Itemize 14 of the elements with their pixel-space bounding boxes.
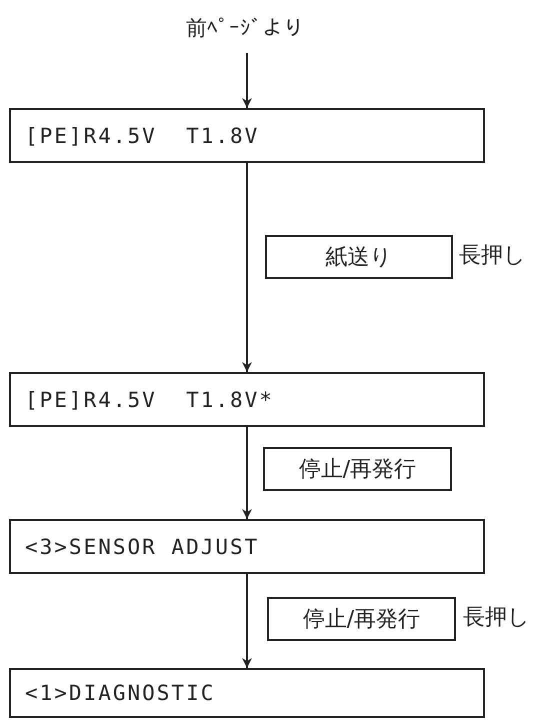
arrow [242, 427, 252, 519]
display-box: <3>SENSOR ADJUST [9, 519, 485, 574]
display-box: [PE]R4.5V T1.8V* [9, 372, 485, 427]
display-box: [PE]R4.5V T1.8V [9, 108, 485, 163]
key-button: 停止/再発行 [263, 447, 452, 491]
note-text: 長押し [459, 242, 526, 270]
arrow [242, 53, 252, 108]
key-button: 紙送り [265, 235, 453, 279]
note-text: 長押し [463, 604, 530, 632]
arrow [242, 574, 252, 668]
page-reference-text: 前ﾍﾟｰｼﾞより [150, 8, 340, 48]
arrow [242, 163, 252, 372]
key-button: 停止/再発行 [267, 597, 456, 641]
display-box: <1>DIAGNOSTIC [9, 668, 485, 718]
